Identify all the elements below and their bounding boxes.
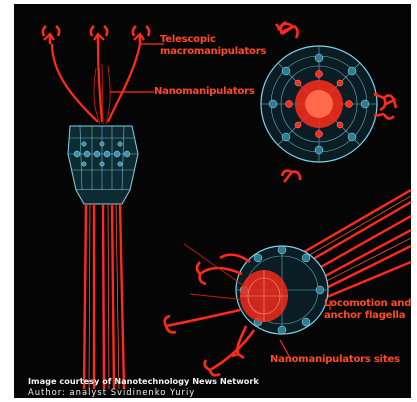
front-view-robot <box>261 22 396 182</box>
perspective-robot <box>165 190 411 375</box>
telescopic-label-line-1: Telescopic <box>160 34 266 46</box>
nanomanipulators-label: Nanomanipulators <box>154 86 255 98</box>
side-view-robot <box>43 26 149 389</box>
nanomanipulator-sites-label: Nanomanipulators sites <box>270 354 400 366</box>
telescopic-arms-side <box>44 34 144 122</box>
locomotion-label-line-2: anchor flagella <box>324 310 411 322</box>
telescopic-macromanipulators-label: Telescopic macromanipulators <box>160 34 266 58</box>
robot-body-side <box>68 126 138 204</box>
nanorobot-illustration: Telescopic macromanipulators Nanomanipul… <box>14 4 411 398</box>
credit-line-1: Image courtesy of Nanotechnology News Ne… <box>28 376 259 386</box>
credit-line-2: Author: analyst Svidinenko Yuriy <box>28 387 195 397</box>
telescopic-label-line-2: macromanipulators <box>160 46 266 58</box>
locomotion-label-line-1: Locomotion and <box>324 298 411 310</box>
nanorobot-drawing <box>14 4 411 398</box>
locomotion-flagella-label: Locomotion and anchor flagella <box>324 298 411 322</box>
